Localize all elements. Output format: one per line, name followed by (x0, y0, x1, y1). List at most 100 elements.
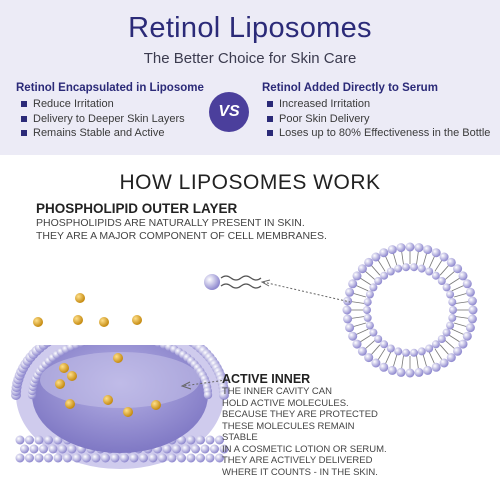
lipid-head (365, 321, 374, 330)
lipid-head (439, 358, 449, 368)
lipid-tail (370, 264, 381, 276)
lipid-head (101, 453, 110, 463)
lipid-tail (455, 316, 470, 319)
lipid-head (374, 277, 383, 285)
lipid-head (177, 453, 186, 463)
lipid-tail (350, 316, 365, 319)
lipid-head (371, 358, 381, 368)
lipid-head (465, 287, 475, 297)
lipid-tail (439, 344, 450, 356)
lipid-tail (392, 252, 398, 267)
lipid-tail (392, 353, 398, 368)
lipid-tail (453, 322, 468, 328)
lipid-tail (428, 255, 436, 269)
lipid-tail (384, 255, 392, 269)
lipid-head (91, 453, 101, 463)
retinol-molecule (67, 371, 77, 381)
lipid-head (405, 368, 415, 378)
lipid-head (386, 267, 395, 276)
lipid-head (449, 306, 457, 314)
lipid-head (442, 283, 451, 292)
lipid-head (145, 319, 155, 329)
lipid-head (158, 453, 167, 463)
lipid-head (131, 334, 139, 342)
lipid-head (25, 453, 34, 463)
lipid-head (446, 290, 455, 299)
lipid-head (396, 367, 406, 377)
lipid-tail (422, 252, 428, 267)
bullet-icon (267, 130, 273, 137)
lipid-head (53, 435, 63, 445)
lipid-head (365, 290, 374, 299)
lipid-head (215, 453, 224, 463)
outer-layer-heading: PHOSPHOLIPID OUTER LAYER (36, 201, 238, 216)
lipid-tail (370, 344, 381, 356)
lipid-head (371, 252, 381, 262)
lipid-head (379, 362, 389, 372)
lipid-head (186, 453, 196, 463)
lipid-head (446, 257, 456, 267)
lipid-tail (352, 292, 367, 298)
lipid-tail (352, 322, 367, 328)
lipid-head (155, 322, 165, 332)
lipid-tail (439, 264, 450, 276)
lipid-head (363, 298, 372, 307)
lipid-head (63, 453, 72, 463)
lipid-head (417, 264, 426, 273)
lipid-head (77, 345, 86, 348)
lipid-head (51, 332, 61, 342)
lipid-head (167, 453, 177, 463)
bullet-icon (267, 101, 273, 108)
lipid-head (345, 287, 355, 297)
lipid-head (162, 444, 172, 454)
lipid-tail (455, 301, 470, 304)
lipid-tail (428, 351, 436, 365)
lipid-head (343, 314, 353, 324)
lipid-head (396, 243, 406, 253)
lipid-head (161, 324, 171, 334)
lipid-head (446, 321, 455, 330)
lipid-head (219, 390, 229, 400)
retinol-molecule (33, 317, 43, 327)
liposome-benefit-item: Reduce Irritation (16, 97, 216, 112)
lipid-head (48, 444, 58, 454)
lipid-tail (451, 328, 465, 336)
outer-layer-description: PHOSPHOLIPIDS ARE NATURALLY PRESENT IN S… (36, 217, 327, 242)
lipid-head (446, 353, 456, 363)
lipid-head (405, 242, 415, 252)
lipid-head (386, 344, 395, 353)
active-molecules (33, 293, 161, 417)
lipid-head (394, 264, 403, 273)
lipid-head (410, 263, 418, 272)
lipid-head (15, 435, 25, 445)
pointer-arrows (180, 279, 351, 390)
lipid-head (423, 365, 433, 375)
bullet-icon (267, 115, 273, 122)
retinol-molecule (65, 399, 75, 409)
lipid-tail (364, 339, 376, 350)
lipid-head (71, 345, 81, 349)
retinol-molecule (151, 400, 161, 410)
lipid-head (374, 335, 383, 343)
lipid-head (90, 318, 100, 328)
lipid-head (352, 339, 362, 349)
lipid-head (345, 323, 355, 333)
lipid-head (423, 245, 433, 255)
lipid-head (196, 453, 205, 463)
lipid-tail (451, 284, 465, 292)
lipid-tail (453, 292, 468, 298)
lipid-head (348, 279, 358, 289)
lipid-tail (448, 334, 461, 343)
lipid-tail (350, 301, 365, 304)
lipid-tail (355, 328, 369, 336)
lipid-tail (384, 351, 392, 365)
lipid-tail (401, 355, 404, 370)
lipid-head (44, 435, 53, 445)
lipid-head (186, 435, 196, 445)
lipid-head (89, 336, 97, 344)
lipid-head (387, 365, 397, 375)
lipid-head (458, 271, 468, 281)
lipid-head (203, 390, 213, 400)
lipid-head (148, 453, 158, 463)
lipid-head (453, 264, 463, 274)
